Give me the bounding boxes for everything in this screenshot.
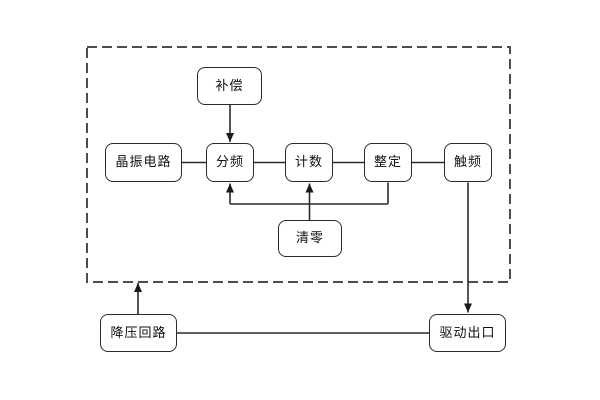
block-crystal-oscillator-circuit: 晶振电路 [105,143,182,182]
block-step-down-circuit: 降压回路 [100,314,177,352]
block-compensation: 补偿 [197,67,262,105]
dashed-boundary [86,46,511,283]
block-trigger-frequency: 触频 [444,143,492,182]
block-drive-output: 驱动出口 [429,314,506,352]
block-setting: 整定 [364,143,412,182]
block-counting: 计数 [285,143,333,182]
block-clear-zero: 清零 [278,220,342,257]
block-frequency-division: 分频 [206,143,254,182]
